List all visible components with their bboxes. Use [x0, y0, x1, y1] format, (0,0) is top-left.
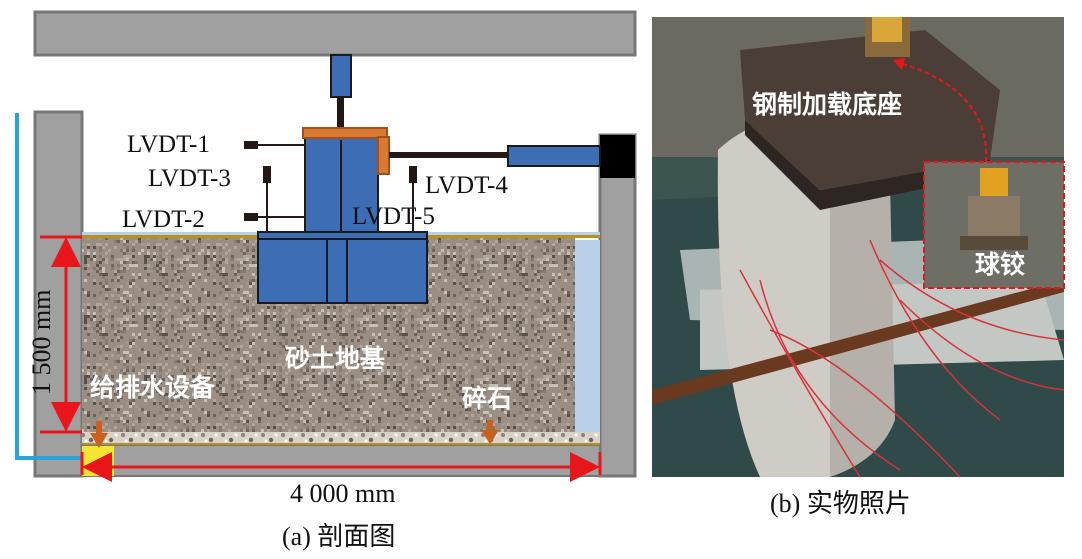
- horizontal-rod: [389, 152, 509, 158]
- pointer-arrow: [899, 62, 988, 163]
- loading-cap-side: [377, 136, 390, 175]
- foundation-base: [257, 231, 428, 304]
- steel-bar: [652, 280, 1064, 405]
- right-wall: [598, 133, 637, 478]
- soil-label: 砂土地基: [285, 344, 385, 373]
- lvdt-2-label: LVDT-2: [122, 206, 205, 233]
- width-dimension-label: 4 000 mm: [290, 479, 395, 508]
- lvdt-sensors: [244, 141, 417, 232]
- vertical-rod: [337, 97, 344, 128]
- water-side-layer: [575, 240, 600, 432]
- reaction-block: [600, 135, 635, 178]
- lvdt-1-label: LVDT-1: [127, 131, 210, 158]
- lvdt-3-label: LVDT-3: [148, 165, 231, 192]
- top-reaction-beam: [33, 10, 637, 57]
- hinge-label: 球铰: [975, 250, 1025, 279]
- loading-cap: [302, 127, 388, 139]
- horizontal-actuator: [507, 145, 601, 167]
- concrete-column: [717, 116, 830, 477]
- lvdt-5-label: LVDT-5: [352, 203, 435, 230]
- steel-base-label: 钢制加载底座: [752, 90, 902, 119]
- pointer-arrows: [90, 420, 499, 448]
- section-diagram: LVDT-1 LVDT-3 LVDT-2 LVDT-4 LVDT-5 砂土地基 …: [15, 10, 637, 551]
- width-dimension: [80, 452, 602, 482]
- height-dimension-label: 1 500 mm: [27, 290, 56, 395]
- lvdt-4-label: LVDT-4: [425, 172, 508, 199]
- test-photo: 钢制加载底座 球铰: [652, 17, 1065, 478]
- height-dimension: [40, 235, 82, 434]
- caption-a: (a) 剖面图: [282, 522, 395, 551]
- drainage-device: [82, 446, 114, 476]
- vertical-actuator: [330, 54, 352, 98]
- gravel-bottom-line: [82, 443, 600, 445]
- caption-b: (b) 实物照片: [770, 489, 911, 518]
- steel-loading-base: [740, 30, 1000, 190]
- water-pipe: [15, 113, 82, 460]
- tank-floor: [81, 444, 601, 477]
- gravel-label: 碎石: [462, 384, 512, 413]
- water-device-label: 给排水设备: [90, 373, 216, 402]
- gravel-layer: [82, 432, 600, 445]
- sensor-wires: [739, 239, 1065, 478]
